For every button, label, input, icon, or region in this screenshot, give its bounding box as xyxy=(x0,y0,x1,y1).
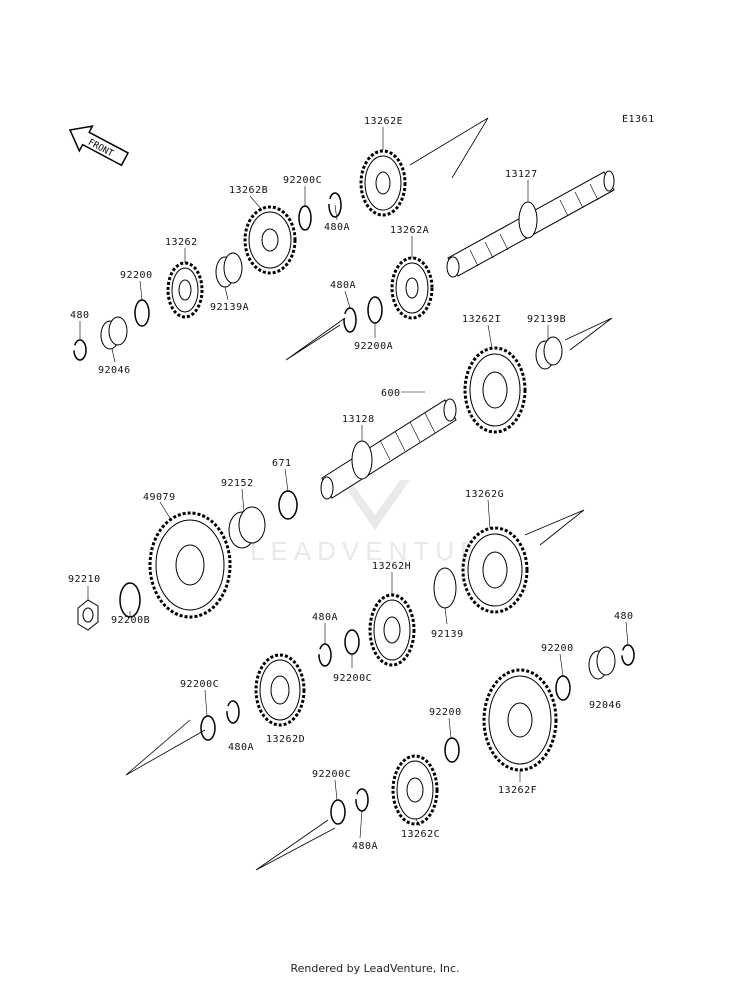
label-92139B: 92139B xyxy=(527,314,566,325)
label-92139: 92139 xyxy=(431,629,464,640)
gear-13262H xyxy=(368,593,416,667)
label-480A-b: 480A xyxy=(330,280,356,291)
bearing-92139A xyxy=(215,252,243,288)
label-92152: 92152 xyxy=(221,478,254,489)
label-13262E: 13262E xyxy=(364,116,403,127)
shaft-13127 xyxy=(446,170,615,278)
label-92210: 92210 xyxy=(68,574,101,585)
label-13262G: 13262G xyxy=(465,489,504,500)
gear-13262I xyxy=(463,346,527,434)
label-13262F: 13262F xyxy=(498,785,537,796)
label-480A-a: 480A xyxy=(324,222,350,233)
label-13262B: 13262B xyxy=(229,185,268,196)
gear-13262G xyxy=(461,526,529,614)
label-13262: 13262 xyxy=(165,237,198,248)
front-arrow-icon: FRONT xyxy=(68,125,130,167)
label-13262H: 13262H xyxy=(372,561,411,572)
gear-13262 xyxy=(166,261,204,319)
label-671: 671 xyxy=(272,458,292,469)
label-600: 600 xyxy=(381,388,401,399)
nut-92210 xyxy=(77,599,99,631)
bearings xyxy=(77,252,616,680)
label-13262I: 13262I xyxy=(462,314,501,325)
label-49079: 49079 xyxy=(143,492,176,503)
diagram-code: E1361 xyxy=(622,114,655,125)
gear-13262D xyxy=(254,653,306,727)
footer-credit: Rendered by LeadVenture, Inc. xyxy=(290,962,460,975)
label-92200B: 92200B xyxy=(111,615,150,626)
label-13262D: 13262D xyxy=(266,734,305,745)
part-labels: 13262E E1361 92200C 13262B 13127 480A 13… xyxy=(68,114,655,852)
watermark-text: LEADVENTURE xyxy=(250,536,508,566)
bearing-92046-top xyxy=(100,316,128,350)
gear-13262A xyxy=(390,256,434,320)
collar-92152 xyxy=(228,506,266,549)
label-480-bottom: 480 xyxy=(614,611,634,622)
label-13262C: 13262C xyxy=(401,829,440,840)
watermark-logo: LEADVENTURE xyxy=(250,480,508,566)
bushing-92139B xyxy=(535,336,563,370)
gears xyxy=(148,149,558,826)
label-480A-c: 480A xyxy=(312,612,338,623)
label-92139A: 92139A xyxy=(210,302,249,313)
label-92200C-top: 92200C xyxy=(283,175,322,186)
label-92200C-left: 92200C xyxy=(180,679,219,690)
label-92046-top: 92046 xyxy=(98,365,131,376)
label-13262A: 13262A xyxy=(390,225,429,236)
gear-13262F xyxy=(482,668,558,772)
label-92200A: 92200A xyxy=(354,341,393,352)
washers xyxy=(73,192,635,825)
label-92200C-mid: 92200C xyxy=(333,673,372,684)
shaft-13128 xyxy=(320,398,457,500)
bearing-92046-bottom xyxy=(588,646,616,680)
reference-lines xyxy=(125,117,613,871)
label-480A-e: 480A xyxy=(352,841,378,852)
label-13128: 13128 xyxy=(342,414,375,425)
label-13127: 13127 xyxy=(505,169,538,180)
label-92200-lower: 92200 xyxy=(429,707,462,718)
label-92200-right: 92200 xyxy=(541,643,574,654)
label-92200C-bottom: 92200C xyxy=(312,769,351,780)
leader-lines xyxy=(79,127,629,839)
label-92200-top: 92200 xyxy=(120,270,153,281)
gear-13262E xyxy=(359,149,407,217)
gear-13262C xyxy=(391,754,439,826)
bearing-92139 xyxy=(433,567,457,609)
label-480A-d: 480A xyxy=(228,742,254,753)
label-480-top: 480 xyxy=(70,310,90,321)
label-92046-bottom: 92046 xyxy=(589,700,622,711)
gear-13262B xyxy=(243,205,297,275)
gear-49079 xyxy=(148,511,232,619)
